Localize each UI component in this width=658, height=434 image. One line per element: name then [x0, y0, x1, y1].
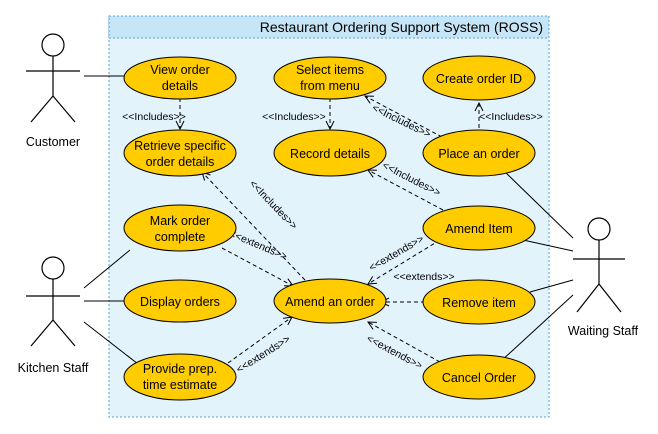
rel-label-select-record: <<Includes>> — [262, 111, 326, 123]
svg-text:Mark order: Mark order — [150, 214, 210, 228]
actor-label-waiting-staff: Waiting Staff — [568, 324, 639, 338]
use-case-cancel-order[interactable]: Cancel Order — [422, 354, 536, 400]
svg-text:details: details — [162, 79, 198, 93]
svg-text:Provide prep.: Provide prep. — [143, 362, 217, 376]
svg-text:Cancel Order: Cancel Order — [442, 371, 516, 385]
svg-text:time estimate: time estimate — [143, 378, 217, 392]
use-case-select-items[interactable]: Select items from menu — [273, 56, 387, 100]
use-case-place-order[interactable]: Place an order — [422, 129, 536, 177]
rel-label-view-retrieve: <<Includes>> — [122, 111, 186, 123]
svg-text:Amend an order: Amend an order — [285, 295, 375, 309]
rel-label-place-createid: <<Includes>> — [479, 111, 543, 123]
use-case-remove-item[interactable]: Remove item — [422, 279, 536, 325]
actor-label-customer: Customer — [26, 135, 80, 149]
svg-text:Remove item: Remove item — [442, 296, 516, 310]
assoc-kitchen-mark — [83, 249, 131, 289]
use-case-amend-order[interactable]: Amend an order — [273, 278, 387, 324]
svg-text:order details: order details — [146, 155, 215, 169]
svg-text:Select items: Select items — [296, 63, 364, 77]
svg-text:Amend Item: Amend Item — [445, 222, 512, 236]
svg-text:complete: complete — [155, 230, 206, 244]
svg-text:View order: View order — [150, 63, 210, 77]
system-title: Restaurant Ordering Support System (ROSS… — [260, 19, 543, 35]
rel-amenditem-record — [368, 170, 444, 211]
use-case-view-order-details[interactable]: View order details — [123, 56, 237, 100]
use-case-provide-prep-time[interactable]: Provide prep. time estimate — [123, 353, 237, 401]
assoc-waiting-cancel — [499, 294, 574, 363]
assoc-kitchen-provide — [83, 321, 139, 365]
use-case-display-orders[interactable]: Display orders — [123, 279, 237, 323]
rel-amenditem-amendorder — [368, 239, 441, 284]
rel-amendorder-retrieve — [202, 172, 306, 281]
use-case-record-details[interactable]: Record details — [273, 129, 387, 177]
use-case-create-order-id[interactable]: Create order ID — [422, 55, 536, 101]
svg-text:Retrieve specific: Retrieve specific — [134, 139, 226, 153]
svg-text:Place an order: Place an order — [438, 147, 519, 161]
actor-customer[interactable] — [26, 33, 80, 123]
rel-place-select — [365, 96, 443, 138]
svg-text:from menu: from menu — [300, 79, 360, 93]
assoc-waiting-place — [503, 170, 574, 239]
use-case-mark-order-complete[interactable]: Mark order complete — [123, 204, 237, 252]
use-case-retrieve-order-details[interactable]: Retrieve specific order details — [123, 129, 237, 177]
svg-text:Display orders: Display orders — [140, 295, 220, 309]
svg-text:Record details: Record details — [290, 147, 370, 161]
actor-waiting-staff[interactable] — [573, 217, 625, 313]
svg-text:Create order ID: Create order ID — [436, 72, 522, 86]
assoc-waiting-remove — [529, 279, 574, 293]
rel-provide-amendorder — [227, 317, 292, 364]
use-case-amend-item[interactable]: Amend Item — [422, 205, 536, 251]
actor-kitchen-staff[interactable] — [26, 256, 80, 347]
rel-label-remove-amendorder: <<extends>> — [393, 271, 454, 283]
actor-label-kitchen-staff: Kitchen Staff — [18, 361, 89, 375]
